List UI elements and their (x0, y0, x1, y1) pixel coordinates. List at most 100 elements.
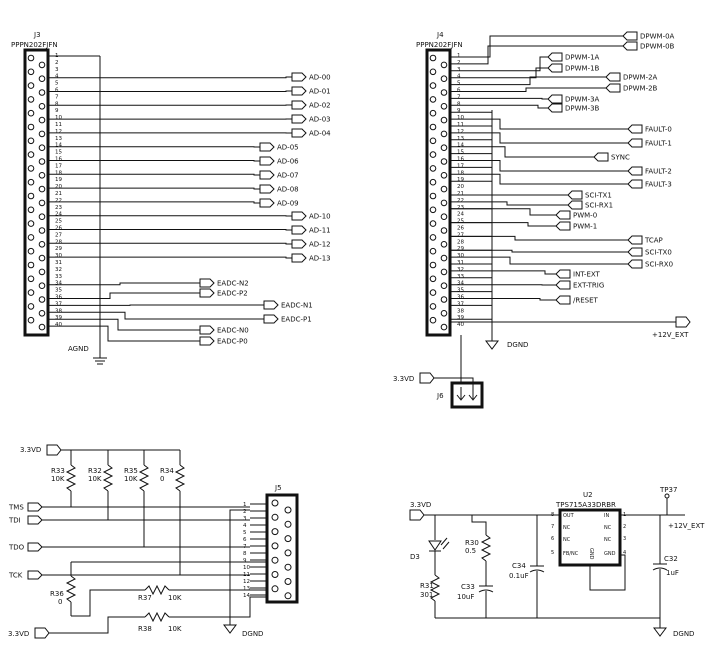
c32-plate2 (652, 567, 668, 571)
j3-pin-number: 36 (55, 295, 62, 301)
j3-pin-number: 22 (55, 198, 62, 204)
j4-pin-number: 37 (457, 301, 464, 307)
j3-pin-odd (27, 137, 35, 145)
pullup-ref: R32 (88, 467, 102, 475)
j4-pin-odd (429, 316, 437, 324)
j4-pin-odd (429, 261, 437, 269)
r37-left-wire (71, 589, 145, 617)
net-flag (567, 200, 583, 210)
j4-pin-number: 20 (457, 184, 464, 190)
j3-pin-number: 5 (55, 81, 59, 87)
jtag-signal-label: TMS (8, 504, 24, 512)
c34-plate2 (529, 569, 545, 573)
j4-pin-odd (429, 178, 437, 186)
j3-pin-even (38, 310, 46, 317)
tp37-label: TP37 (659, 486, 677, 494)
net-label: SYNC (611, 154, 630, 162)
j4-pin-odd (429, 137, 437, 145)
j6-arrow1 (456, 394, 466, 401)
j3-pin-odd (27, 220, 35, 227)
j4-net-wire (450, 222, 556, 227)
jtag-signal-label: TDO (8, 544, 25, 552)
j3-pin-number: 39 (55, 315, 62, 321)
j3-net-wire (48, 292, 200, 299)
jtag-3v3-flag (46, 444, 62, 456)
j4-pin-number: 2 (457, 60, 461, 66)
j3-pin-number: 8 (55, 101, 59, 107)
j5-pin-number: 8 (243, 551, 247, 557)
j4-pin-number: 32 (457, 267, 464, 273)
net-label: SCI-TX0 (645, 249, 672, 257)
net-label: DPWM-1B (565, 65, 600, 73)
j4-pin-number: 14 (457, 143, 464, 149)
net-label: AD-12 (309, 241, 331, 249)
j5-pin-odd (271, 528, 279, 536)
net-label: EADC-N0 (217, 327, 249, 335)
net-label: EXT-TRIG (573, 282, 604, 290)
j4-pin-even (440, 310, 448, 317)
net-flag (291, 128, 307, 138)
j4-pin-number: 3 (457, 67, 461, 73)
r31-value: 301 (420, 591, 433, 599)
pullup-resistor (138, 464, 150, 492)
net-flag (259, 184, 275, 194)
j4-pin-number: 30 (457, 253, 464, 259)
j4-net-wire (450, 235, 628, 241)
j3-net-wire (48, 90, 292, 92)
j3-pin-odd (27, 68, 35, 76)
pullup-resistor (174, 464, 186, 492)
j4-12v-flag (675, 316, 691, 328)
net-label: FAULT-3 (645, 181, 672, 189)
j3-pin-odd (27, 96, 35, 103)
j4-pin-odd (429, 109, 437, 117)
net-flag (622, 41, 638, 51)
j5-pin-odd (271, 499, 279, 507)
u2-pin-num-left: 8 (551, 512, 554, 518)
net-flag (291, 253, 307, 263)
j6-3v3-wire (434, 377, 474, 387)
j4-pin-number: 38 (457, 308, 464, 314)
u2-pin-label-right: GND (604, 551, 616, 557)
reg-output-label: +12V_EXT (668, 522, 705, 530)
j3-net-wire (48, 229, 292, 231)
reg-input-label: 3.3VD (410, 501, 431, 509)
j4-pin-even (440, 130, 448, 138)
j3-pin-number: 7 (55, 94, 59, 100)
j4-pin-number: 12 (457, 129, 464, 135)
reg-3v3-flag (409, 509, 425, 521)
j3-pin-odd (27, 192, 35, 200)
net-label: AD-01 (309, 88, 331, 96)
net-label: SCI-RX0 (645, 261, 673, 269)
j3-pin-even (38, 61, 46, 69)
j3-pin-number: 35 (55, 288, 62, 294)
j3-pin-odd (27, 206, 35, 214)
j3-pin-odd (27, 289, 35, 296)
j5-pin-even (284, 563, 292, 571)
j4-pin-number: 7 (457, 94, 461, 100)
net-flag (291, 225, 307, 235)
u2-pin-label-left: NC (563, 537, 571, 543)
c34-value: 0.1uF (509, 572, 529, 580)
net-flag (555, 221, 571, 231)
j4-pin-odd (429, 82, 437, 89)
u2-pin-label-right: NC (604, 537, 612, 543)
j5-pin-number: 14 (243, 593, 250, 599)
r30-value: 0.5 (465, 547, 476, 555)
u2-pin-num-right: 2 (623, 524, 626, 530)
net-flag (547, 103, 563, 113)
j3-net-wire (48, 311, 264, 320)
j4-pin-number: 33 (457, 274, 464, 280)
u2-pin-label-right: NC (604, 525, 612, 531)
j4-net-wire (450, 97, 548, 100)
j4-ref-label: J4 (436, 31, 444, 39)
j4-pin-number: 8 (457, 101, 461, 107)
u2-pin-label-right: IN (604, 513, 609, 519)
pullup-ref: R35 (124, 467, 138, 475)
j3-pin-number: 11 (55, 122, 62, 128)
d3-ray2 (442, 541, 450, 550)
j4-pin-number: 16 (457, 157, 464, 163)
j4-net-wire (450, 270, 556, 275)
j3-pin-number: 18 (55, 170, 62, 176)
